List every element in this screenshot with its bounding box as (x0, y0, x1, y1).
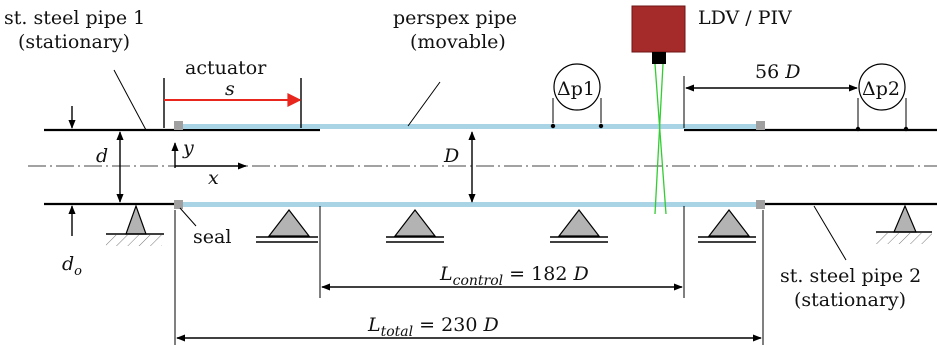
ldv-piv-label: LDV / PIV (698, 7, 792, 29)
actuator-label: actuator (185, 57, 267, 79)
roller-support-2 (386, 209, 444, 243)
x-label: x (208, 167, 219, 189)
seal-left-top (174, 121, 183, 130)
pipe1-leader (113, 69, 147, 131)
dp2-gauge (855, 63, 909, 132)
fixed-support-left (106, 204, 164, 246)
dist56-label: 56 D (755, 61, 800, 83)
pipe1-label-line1: st. steel pipe 1 (4, 7, 145, 29)
seal-label: seal (193, 226, 231, 248)
fixed-support-right (876, 204, 932, 244)
pipe2-label-line2: (stationary) (794, 289, 906, 311)
do-label: do (62, 253, 82, 279)
laser-beams (654, 63, 667, 215)
pipe2-label-line1: st. steel pipe 2 (780, 265, 921, 287)
seal-left-bottom (174, 200, 183, 209)
dp1-label: Δp1 (557, 78, 595, 100)
lcontrol-label: Lcontrol = 182 D (439, 263, 589, 289)
ldv-probe (652, 52, 666, 64)
s-label: s (225, 78, 235, 100)
perspex-leader (407, 81, 441, 127)
pipe2-leader (813, 205, 847, 261)
seal-leader (179, 207, 197, 227)
roller-support-3 (550, 209, 608, 243)
perspex-label-line1: perspex pipe (393, 7, 517, 29)
ldv-piv-box (631, 5, 686, 53)
roller-support-4 (698, 209, 756, 243)
ltotal-label: Ltotal = 230 D (367, 314, 499, 340)
seal-right-bottom (756, 200, 765, 209)
pipe1-label-line2: (stationary) (18, 31, 130, 53)
dp1-gauge (550, 63, 604, 129)
steel-pipe-1 (44, 128, 320, 206)
steel-pipe-2 (684, 128, 937, 206)
perspex-label-line2: (movable) (410, 31, 506, 53)
y-label: y (182, 137, 194, 159)
seal-right-top (756, 121, 765, 130)
roller-support-1 (256, 209, 318, 243)
d-label: d (96, 145, 108, 167)
D-label: D (443, 145, 459, 167)
perspex-pipe (178, 124, 762, 207)
dp2-label: Δp2 (862, 78, 900, 100)
